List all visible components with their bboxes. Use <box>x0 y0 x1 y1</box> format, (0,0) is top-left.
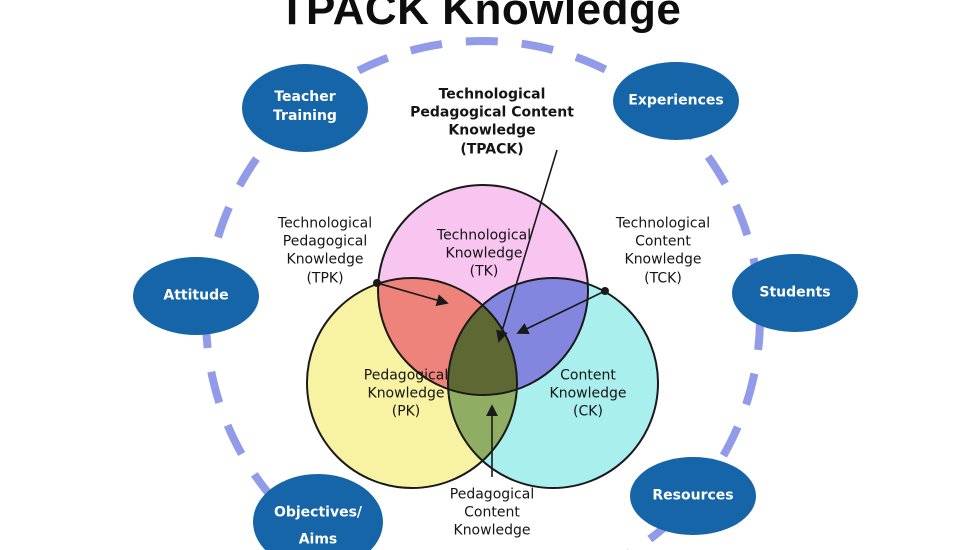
arrow-tck <box>516 290 606 334</box>
arrow-tpk <box>376 282 449 306</box>
label-pk: Pedagogical Knowledge (PK) <box>363 367 449 421</box>
node-ellipse-teacher-training <box>242 64 368 152</box>
node-label-objectives-aims: Objectives/ Aims <box>273 504 363 547</box>
arrow-tpack <box>496 149 558 343</box>
node-label-students: Students <box>759 284 831 301</box>
node-ellipse-students <box>732 254 858 332</box>
node-ellipse-objectives-aims <box>253 474 383 550</box>
label-tk: Technological Knowledge (TK) <box>436 227 532 281</box>
callout-tck: Technological Content Knowledge (TCK) <box>615 215 711 287</box>
node-ellipse-resources <box>630 457 756 535</box>
callout-tpk: Technological Pedagogical Knowledge (TPK… <box>277 215 373 287</box>
node-ellipse-attitude <box>133 257 259 335</box>
dot-tpk <box>373 279 381 287</box>
node-label-experiences: Experiences <box>628 92 724 109</box>
node-label-attitude: Attitude <box>163 287 229 304</box>
page-title: TPACK Knowledge <box>278 0 682 34</box>
node-ellipse-experiences <box>613 62 739 140</box>
label-ck: Content Knowledge (CK) <box>549 367 627 421</box>
node-label-resources: Resources <box>652 487 734 504</box>
callout-tpack: Technological Pedagogical Content Knowle… <box>410 86 574 158</box>
callout-pck: Pedagogical Content Knowledge <box>449 486 535 540</box>
dot-tck <box>601 287 609 295</box>
venn-outline-tk <box>377 184 589 396</box>
venn-outline-ck <box>447 277 659 489</box>
node-label-teacher-training: Teacher Training <box>273 89 337 124</box>
venn-outline-pk <box>306 277 518 489</box>
